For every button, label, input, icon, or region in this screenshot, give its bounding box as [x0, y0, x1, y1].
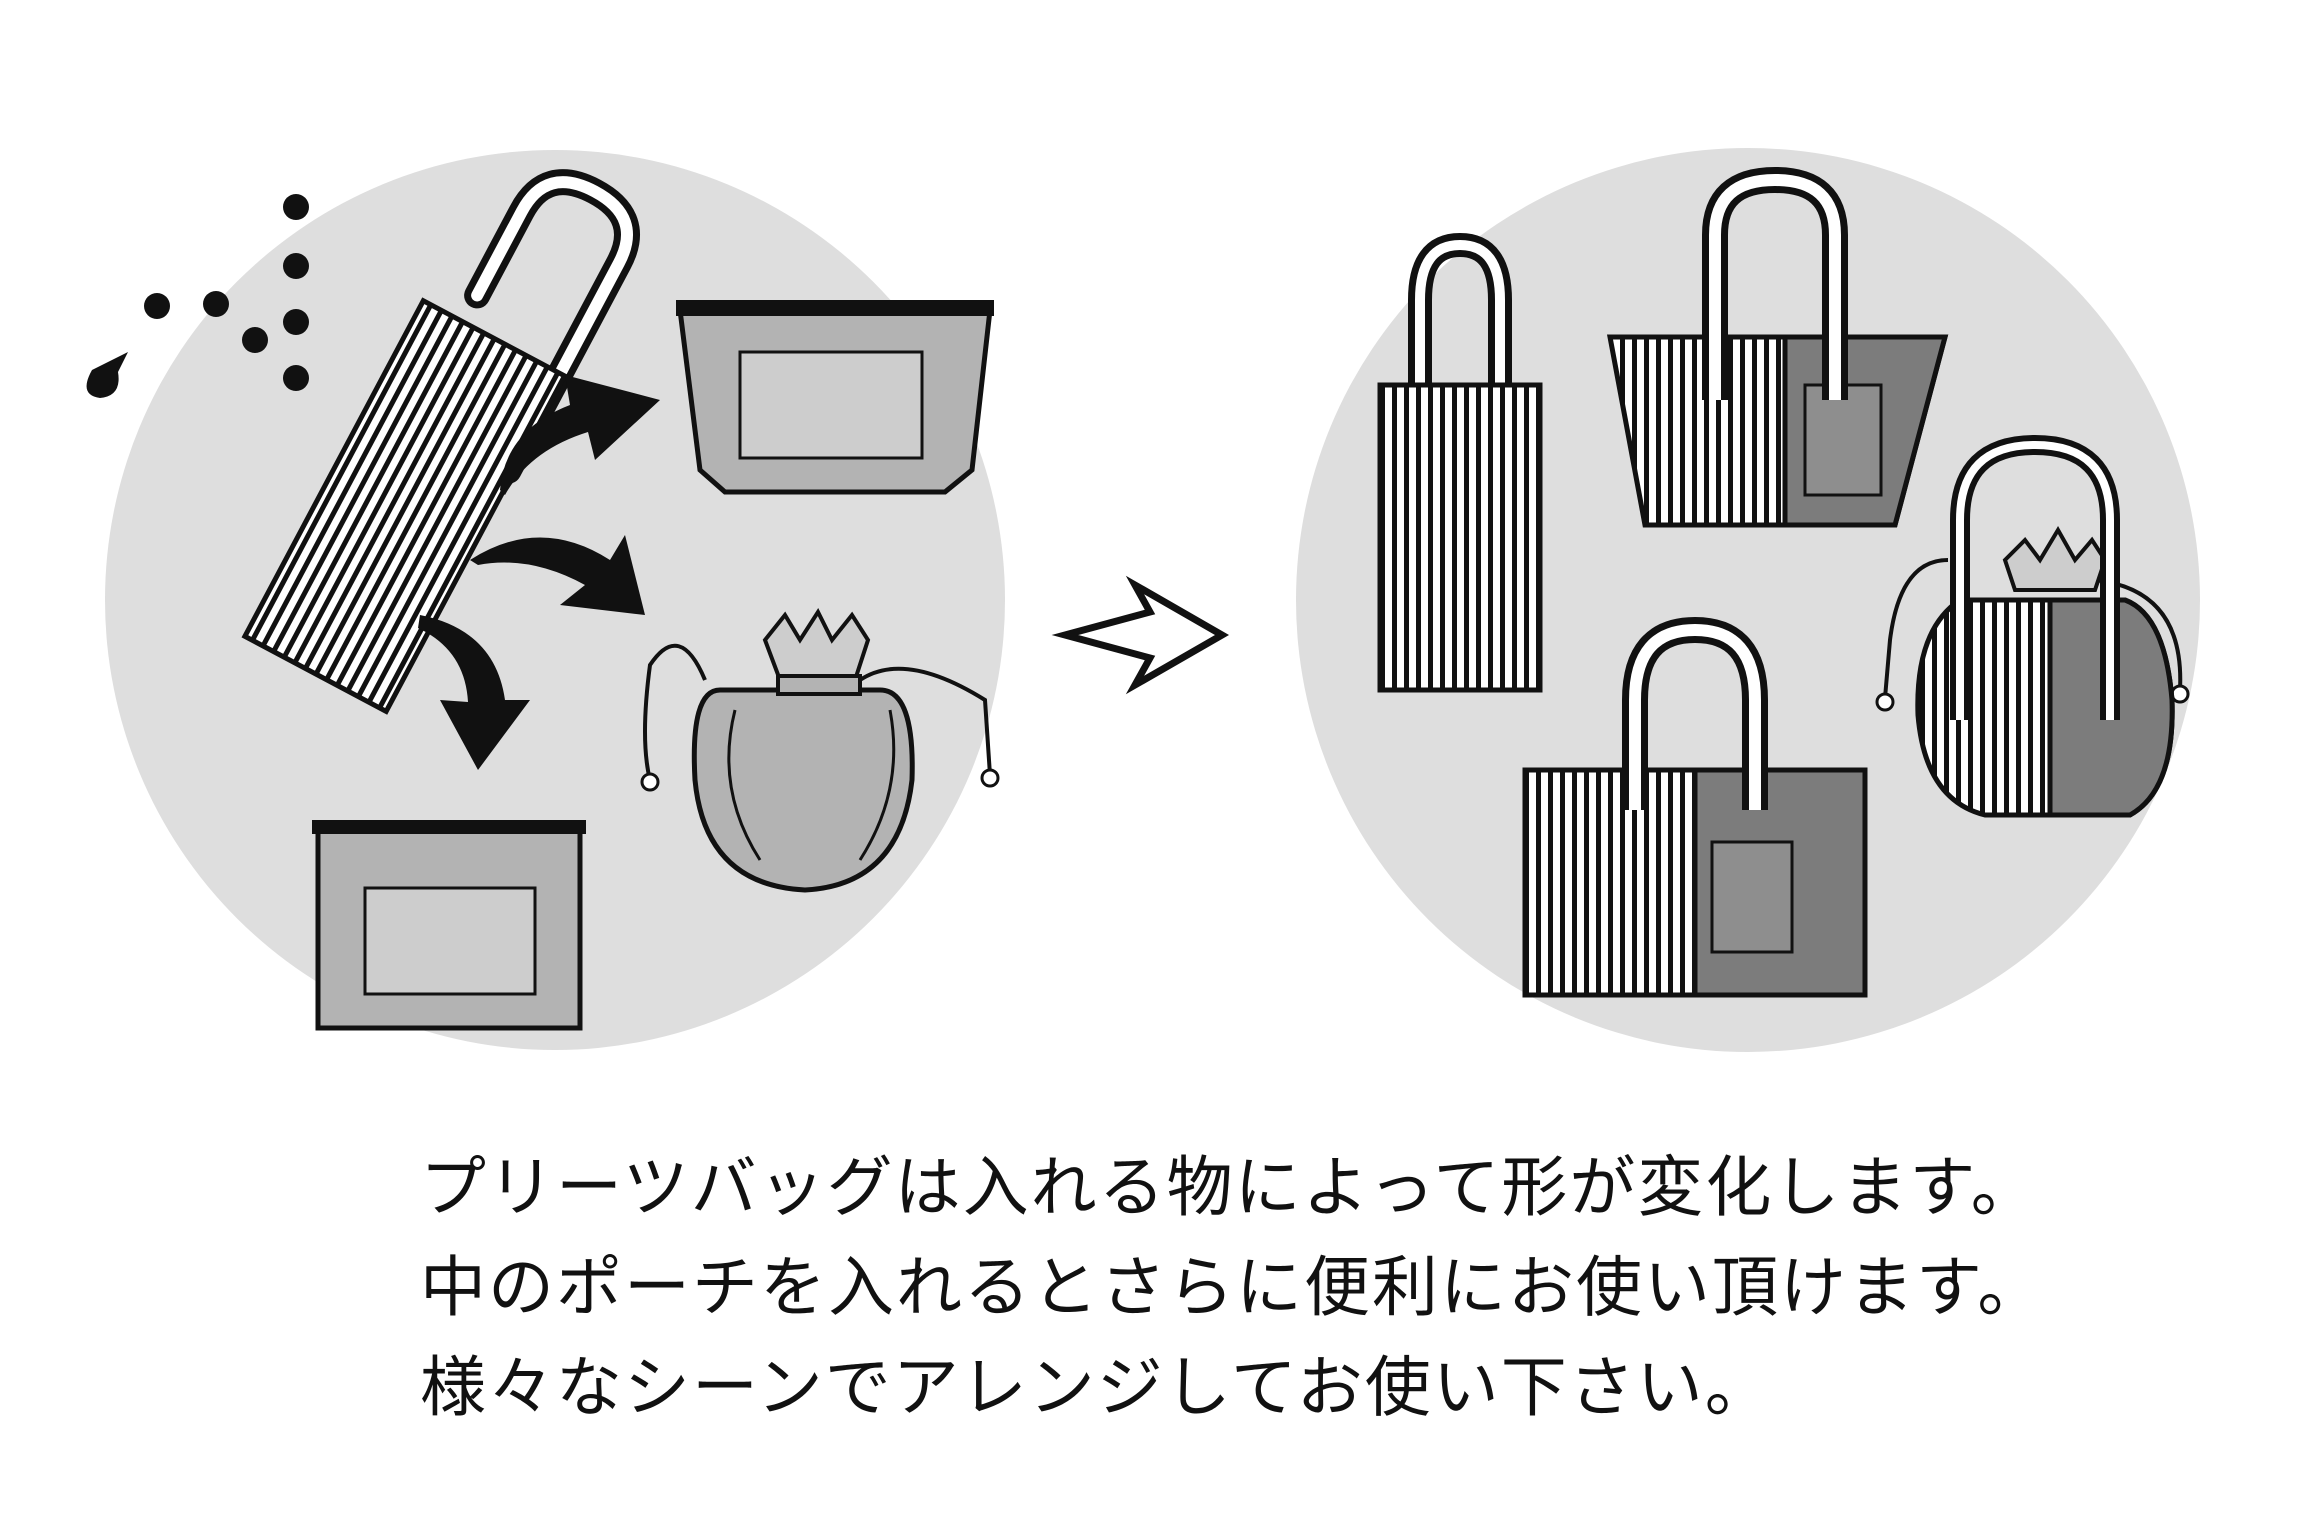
dot-icon [283, 365, 309, 391]
striped-tote-icon [241, 169, 640, 715]
dot-icon [203, 291, 229, 317]
square-tote-icon [1522, 616, 1868, 998]
curved-arrows [418, 375, 660, 770]
caption-line-1: プリーツバッグは入れる物によって形が変化します。 [420, 1149, 2039, 1226]
caption-line-3: 様々なシーンでアレンジしてお使い下さい。 [420, 1349, 1773, 1426]
right-scene [1296, 148, 2200, 1052]
trapezoid-tote-icon [1606, 166, 1949, 528]
tall-tote-icon [1377, 232, 1543, 693]
curved-arrow-icon [418, 615, 530, 770]
dot-icon [283, 253, 309, 279]
drawstring-tote-icon [1875, 434, 2190, 818]
dot-icon [242, 327, 268, 353]
left-scene [86, 150, 1005, 1050]
drop-icon [86, 352, 128, 398]
curved-arrow-icon [470, 535, 645, 615]
right-circle-background [1296, 148, 2200, 1052]
caption-line-2: 中のポーチを入れるとさらに便利にお使い頂けます。 [420, 1249, 2046, 1326]
outline-arrow-icon [1051, 575, 1230, 695]
trapezoid-pouch-icon [676, 300, 994, 495]
square-pouch-icon [312, 820, 586, 1031]
dot-icon [283, 309, 309, 335]
dot-icon [283, 194, 309, 220]
small-items [86, 194, 309, 398]
curved-arrow-icon [500, 375, 660, 495]
drawstring-pouch-icon [640, 607, 1000, 893]
caption: プリーツバッグは入れる物によって形が変化します。 中のポーチを入れるとさらに便利… [420, 1138, 2046, 1438]
dot-icon [144, 293, 170, 319]
